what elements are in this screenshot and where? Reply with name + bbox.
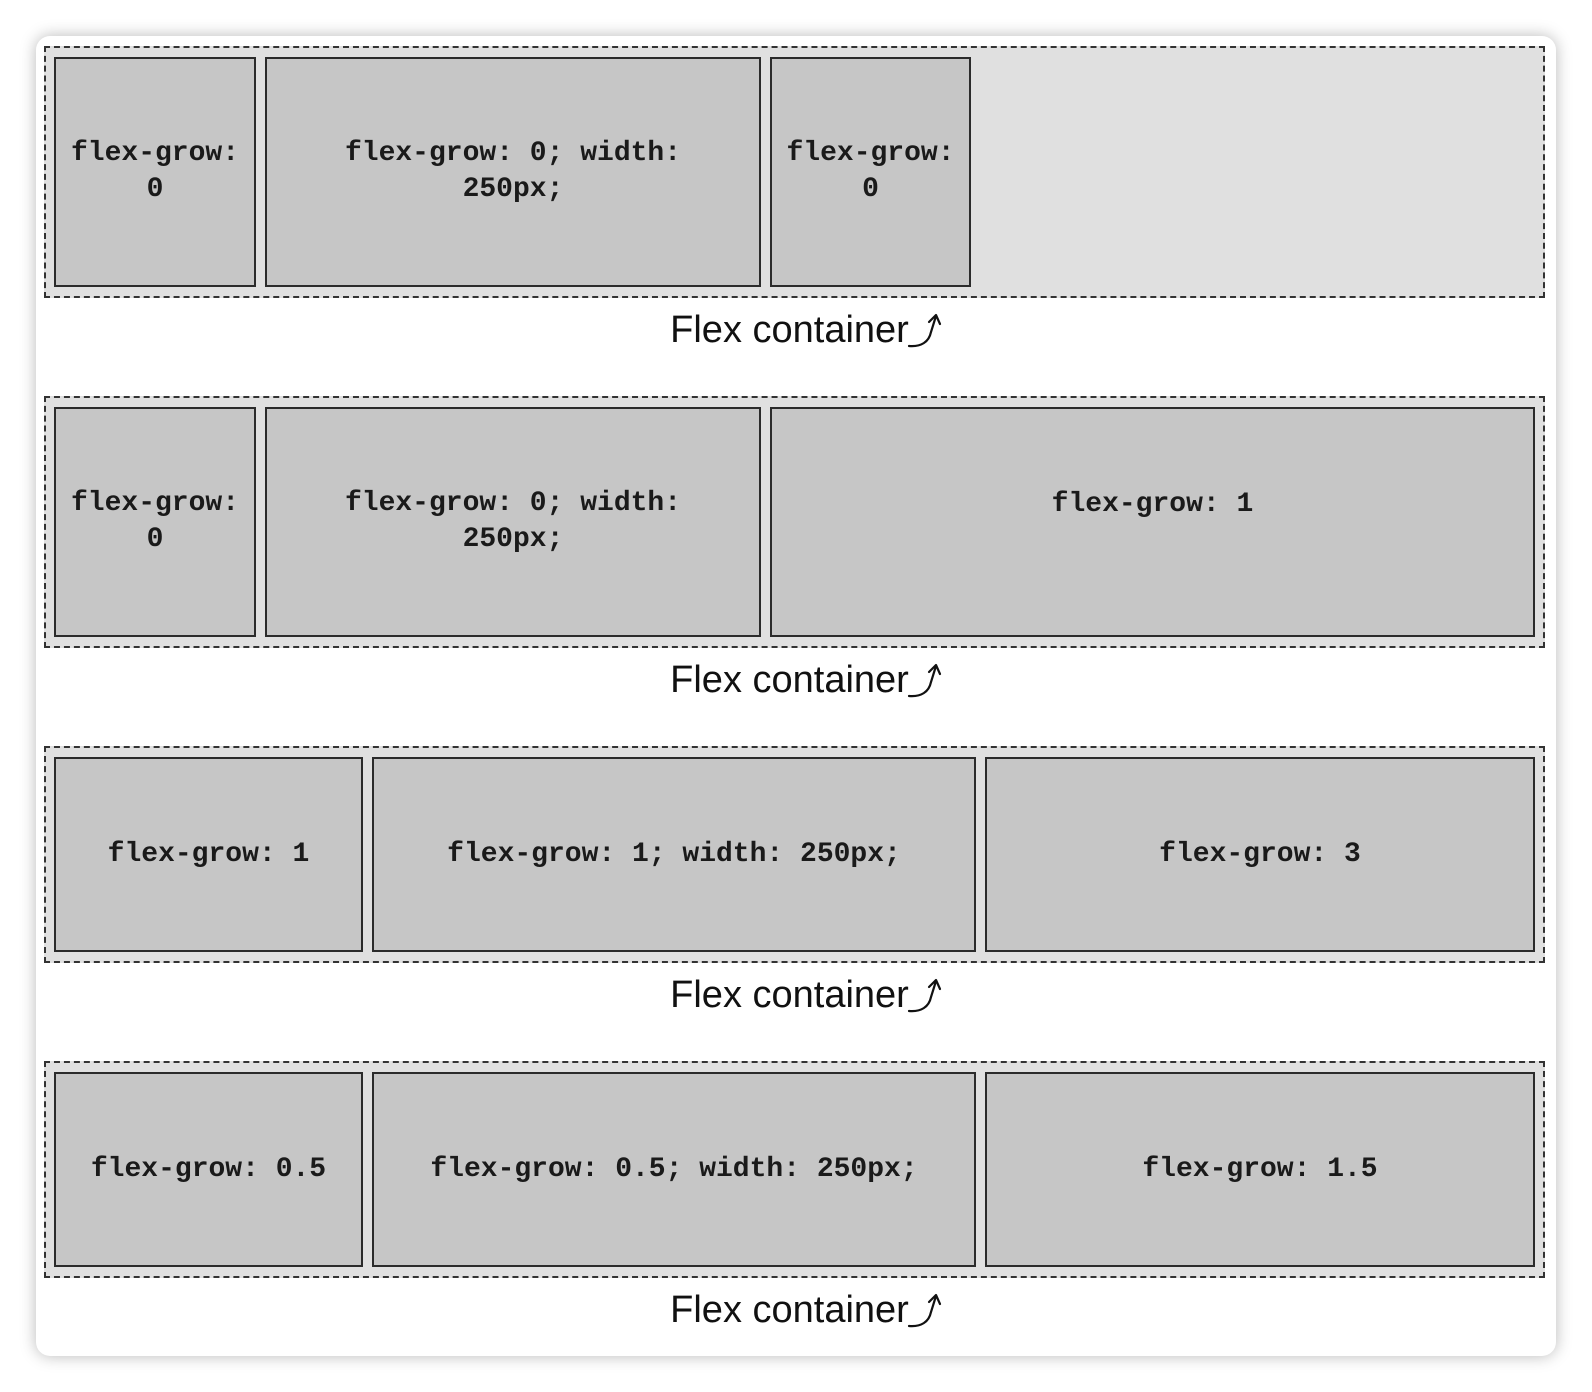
flex-item-3: flex-grow: 1.5 [985,1072,1535,1267]
flex-item-2: flex-grow: 0; width: 250px; [265,57,761,287]
flex-item-1: flex-grow: 0 [54,407,256,637]
flex-container-caption: Flex container [44,308,1545,352]
flex-container: flex-grow: 0 flex-grow: 0; width: 250px;… [44,46,1545,298]
curved-up-arrow-icon [907,313,941,348]
flex-item-label-line: flex-grow: 0.5 [90,1153,327,1185]
flex-item-label-line: 0 [146,524,164,555]
flex-demo-2: flex-grow: 0 flex-grow: 0; width: 250px;… [44,396,1545,702]
flex-demo-4: flex-grow: 0.5 flex-grow: 0.5; width: 25… [44,1061,1545,1332]
flex-item-3: flex-grow: 3 [985,757,1535,952]
flex-item-label-line: flex-grow: 0; width: [344,488,682,519]
flex-item-2: flex-grow: 1; width: 250px; [372,757,976,952]
flex-item-label-line: flex-grow: 1; width: 250px; [447,838,901,870]
flex-item-label-line: flex-grow: 0; width: [344,138,682,169]
flex-item-label-line: flex-grow: 1 [107,838,310,870]
curved-up-arrow-icon [907,663,941,698]
flex-item-1: flex-grow: 0 [54,57,256,287]
flex-item-2: flex-grow: 0.5; width: 250px; [372,1072,976,1267]
flex-demo-1: flex-grow: 0 flex-grow: 0; width: 250px;… [44,46,1545,352]
flex-container: flex-grow: 1 flex-grow: 1; width: 250px;… [44,746,1545,963]
flex-item-3: flex-grow: 1 [770,407,1535,637]
flex-item-3: flex-grow: 0 [770,57,971,287]
flex-item-label-line: flex-grow: 1 [1051,489,1254,520]
flex-item-label-line: 0 [862,174,879,205]
curved-up-arrow-icon [907,1293,941,1328]
flex-demo-3: flex-grow: 1 flex-grow: 1; width: 250px;… [44,746,1545,1017]
flex-container-caption: Flex container [44,973,1545,1017]
caption-text: Flex container [670,309,909,351]
flex-item-label-line: flex-grow: 0.5; width: 250px; [430,1153,918,1185]
flex-item-label-line: flex-grow: [70,138,240,169]
diagram-card: flex-grow: 0 flex-grow: 0; width: 250px;… [36,36,1556,1356]
flex-item-label-line: 250px; [462,524,564,555]
flex-item-1: flex-grow: 1 [54,757,363,952]
flex-item-2: flex-grow: 0; width: 250px; [265,407,761,637]
flex-container: flex-grow: 0 flex-grow: 0; width: 250px;… [44,396,1545,648]
flex-item-label-line: flex-grow: 1.5 [1142,1153,1378,1185]
caption-text: Flex container [670,659,909,701]
flex-container-caption: Flex container [44,658,1545,702]
flex-item-label-line: flex-grow: 3 [1159,838,1361,870]
flex-item-label-line: 0 [146,174,164,205]
flex-item-label-line: 250px; [462,174,564,205]
caption-text: Flex container [670,1289,909,1331]
flex-container-caption: Flex container [44,1288,1545,1332]
flex-item-1: flex-grow: 0.5 [54,1072,363,1267]
caption-text: Flex container [670,974,909,1016]
flex-container: flex-grow: 0.5 flex-grow: 0.5; width: 25… [44,1061,1545,1278]
flex-item-label-line: flex-grow: [70,488,240,519]
curved-up-arrow-icon [907,978,941,1013]
flex-item-label-line: flex-grow: [786,138,955,169]
